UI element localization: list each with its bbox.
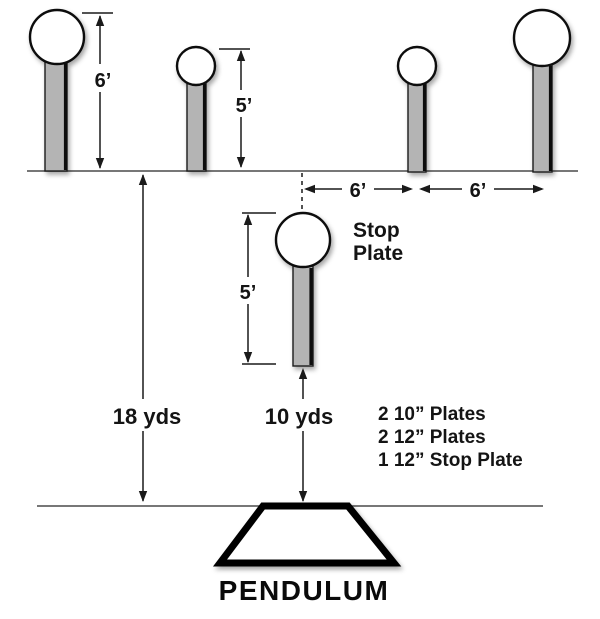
dim-5ft-up-arrow xyxy=(236,50,246,61)
dim-5ft-stop-plate: 5’ xyxy=(234,212,276,365)
dist-18yds-down-arrow xyxy=(138,491,148,502)
dist-10yds-label: 10 yds xyxy=(265,404,334,429)
stage-name-label: PENDULUM xyxy=(219,575,390,606)
left-12in-plate-post xyxy=(44,60,68,172)
equipment-item-3: 1 12” Stop Plate xyxy=(378,450,523,471)
equipment-list: 2 10” Plates 2 12” Plates 1 12” Stop Pla… xyxy=(378,404,523,471)
left-12in-plate xyxy=(28,8,86,66)
dim-stop-up-arrow xyxy=(243,214,253,225)
dim-6ft-spacing-left: 6’ xyxy=(304,175,413,202)
pendulum-shooting-box xyxy=(212,502,402,567)
dim-stop-label-bg xyxy=(234,277,262,304)
targets-group xyxy=(28,8,572,567)
dim-6ft-spacing-right: 6’ xyxy=(419,175,544,202)
dim-spacing-left-label-bg xyxy=(342,175,374,202)
dim-stop-label: 5’ xyxy=(240,282,257,304)
dim-5ft-down-arrow xyxy=(236,157,246,168)
right-12in-plate xyxy=(512,8,572,68)
stop-plate xyxy=(274,211,332,269)
stop-plate-callout-line2: Plate xyxy=(353,242,403,265)
dist-18yds: 18 yds xyxy=(109,174,185,502)
dim-5ft-label: 5’ xyxy=(236,95,253,117)
dist-10yds-up-arrow xyxy=(298,368,308,379)
dim-5ft-left-plate: 5’ xyxy=(219,48,257,168)
dim-6ft-label: 6’ xyxy=(95,70,112,92)
dim-spacing-right-arrow-left xyxy=(419,184,430,194)
dim-spacing-right-label-bg xyxy=(462,175,494,202)
dim-spacing-right-arrow-right xyxy=(533,184,544,194)
dist-18yds-label-bg xyxy=(109,399,185,431)
dim-6ft-down-arrow xyxy=(95,158,105,169)
dist-10yds: 10 yds xyxy=(264,368,336,502)
dim-spacing-left-arrow-left xyxy=(304,184,315,194)
right-10in-plate xyxy=(396,45,438,87)
dim-6ft-left-plate: 6’ xyxy=(82,12,115,169)
equipment-item-1: 2 10” Plates xyxy=(378,404,486,425)
dist-18yds-label: 18 yds xyxy=(113,404,182,429)
dist-10yds-down-arrow xyxy=(298,491,308,502)
dist-18yds-up-arrow xyxy=(138,174,148,185)
dim-stop-down-arrow xyxy=(243,352,253,363)
dim-spacing-right-label: 6’ xyxy=(470,180,487,202)
equipment-item-2: 2 12” Plates xyxy=(378,427,486,448)
stop-plate-callout-line1: Stop xyxy=(353,219,400,242)
dim-6ft-up-arrow xyxy=(95,15,105,26)
dim-spacing-left-arrow-right xyxy=(402,184,413,194)
left-10in-plate xyxy=(175,45,217,87)
dist-10yds-label-bg xyxy=(264,399,336,431)
dim-5ft-label-bg xyxy=(229,90,257,117)
dim-6ft-label-bg xyxy=(88,64,115,92)
dim-spacing-left-label: 6’ xyxy=(350,180,367,202)
